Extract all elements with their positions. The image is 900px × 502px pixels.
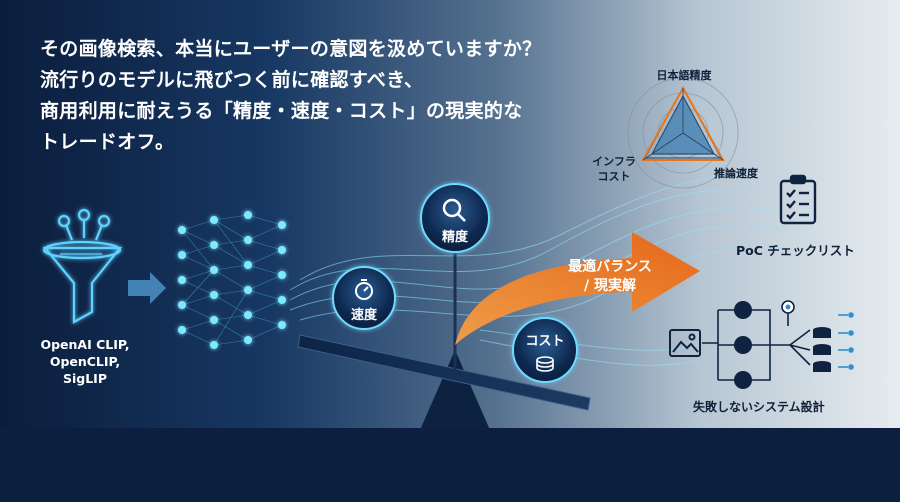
radar-axis-japanese-accuracy: 日本語精度 [656, 69, 712, 82]
cost-label: コスト [525, 334, 565, 349]
stopwatch-icon [355, 279, 373, 300]
system-design-label: 失敗しないシステム設計 [693, 400, 825, 414]
system-diagram [669, 300, 854, 389]
arrow-right-icon [128, 272, 166, 304]
headline-line-3: 商用利用に耐えうる「精度・速度・コスト」の現実的な [40, 100, 523, 122]
radar-axis-infra-cost-line-1: インフラ [592, 155, 636, 168]
model-siglip: SigLIP [62, 371, 107, 386]
radar-chart-icon [627, 77, 739, 189]
database-icon [813, 327, 831, 372]
poc-checklist-label: PoC チェックリスト [736, 243, 855, 258]
clipboard-checklist-icon [779, 174, 817, 225]
balance-label-line-1: 最適バランス [568, 259, 652, 275]
speed-orb [332, 266, 396, 330]
headline-line-2: 流行りのモデルに飛びつく前に確認すべき、 [40, 69, 424, 91]
bottom-band [0, 428, 900, 502]
model-list: OpenAI CLIP, OpenCLIP, SigLIP [40, 336, 130, 387]
radar-axis-inference-speed: 推論速度 [714, 167, 758, 180]
headline-line-4: トレードオフ。 [40, 131, 175, 153]
radar-axis-infra-cost: インフラ コスト [588, 154, 640, 184]
magnifier-icon [442, 198, 466, 222]
image-icon [669, 329, 701, 357]
radar-axis-infra-cost-line-2: コスト [597, 170, 631, 183]
model-openclip: OpenCLIP, [49, 354, 121, 369]
funnel-icon [42, 208, 123, 324]
balance-arrow [455, 232, 700, 345]
speed-label: 速度 [350, 308, 377, 323]
precision-orb [420, 183, 490, 253]
coins-icon [536, 356, 554, 372]
precision-label: 精度 [441, 230, 468, 245]
neural-network-icon [178, 211, 286, 349]
cost-orb [512, 317, 578, 383]
balance-label-line-2: / 現実解 [584, 278, 636, 294]
headline-line-1: その画像検索、本当にユーザーの意図を汲めていますか？ [40, 38, 542, 60]
model-openai-clip: OpenAI CLIP, [40, 337, 130, 352]
balance-label: 最適バランス / 現実解 [555, 258, 665, 296]
headline: その画像検索、本当にユーザーの意図を汲めていますか？ 流行りのモデルに飛びつく前… [40, 34, 541, 158]
